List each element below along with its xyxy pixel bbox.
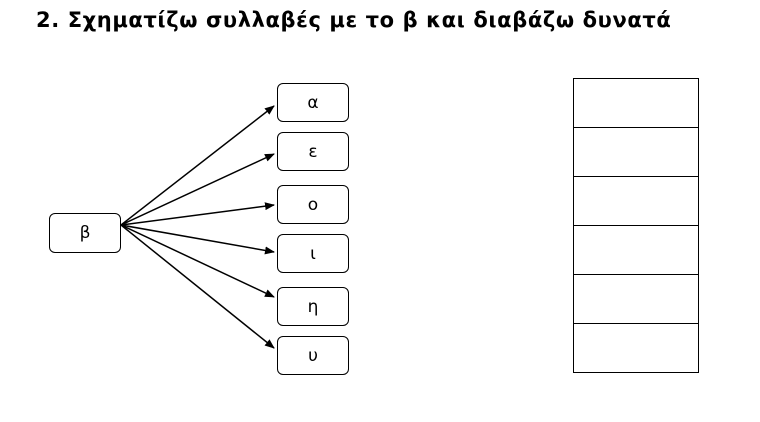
arrow-to-vowel-2 [120, 153, 275, 226]
vowel-box: ο [277, 185, 349, 224]
answer-table [573, 78, 699, 373]
vowel-box: η [277, 287, 349, 326]
vowel-box: ε [277, 132, 349, 171]
vowel-box: ι [277, 234, 349, 273]
exercise-title: 2. Σχηματίζω συλλαβές με το β και διαβάζ… [36, 8, 672, 32]
arrow-to-vowel-3 [120, 202, 275, 226]
consonant-box: β [49, 213, 121, 253]
answer-cell[interactable] [573, 323, 699, 373]
vowel-box: α [277, 83, 349, 122]
arrow-to-vowel-1 [120, 105, 275, 226]
arrow-to-vowel-4 [120, 224, 275, 255]
answer-cell[interactable] [573, 78, 699, 128]
answer-cell[interactable] [573, 127, 699, 177]
answer-cell[interactable] [573, 274, 699, 324]
arrow-to-vowel-6 [120, 224, 275, 349]
vowel-box: υ [277, 336, 349, 375]
answer-cell[interactable] [573, 225, 699, 275]
arrow-to-vowel-5 [120, 224, 275, 298]
answer-cell[interactable] [573, 176, 699, 226]
